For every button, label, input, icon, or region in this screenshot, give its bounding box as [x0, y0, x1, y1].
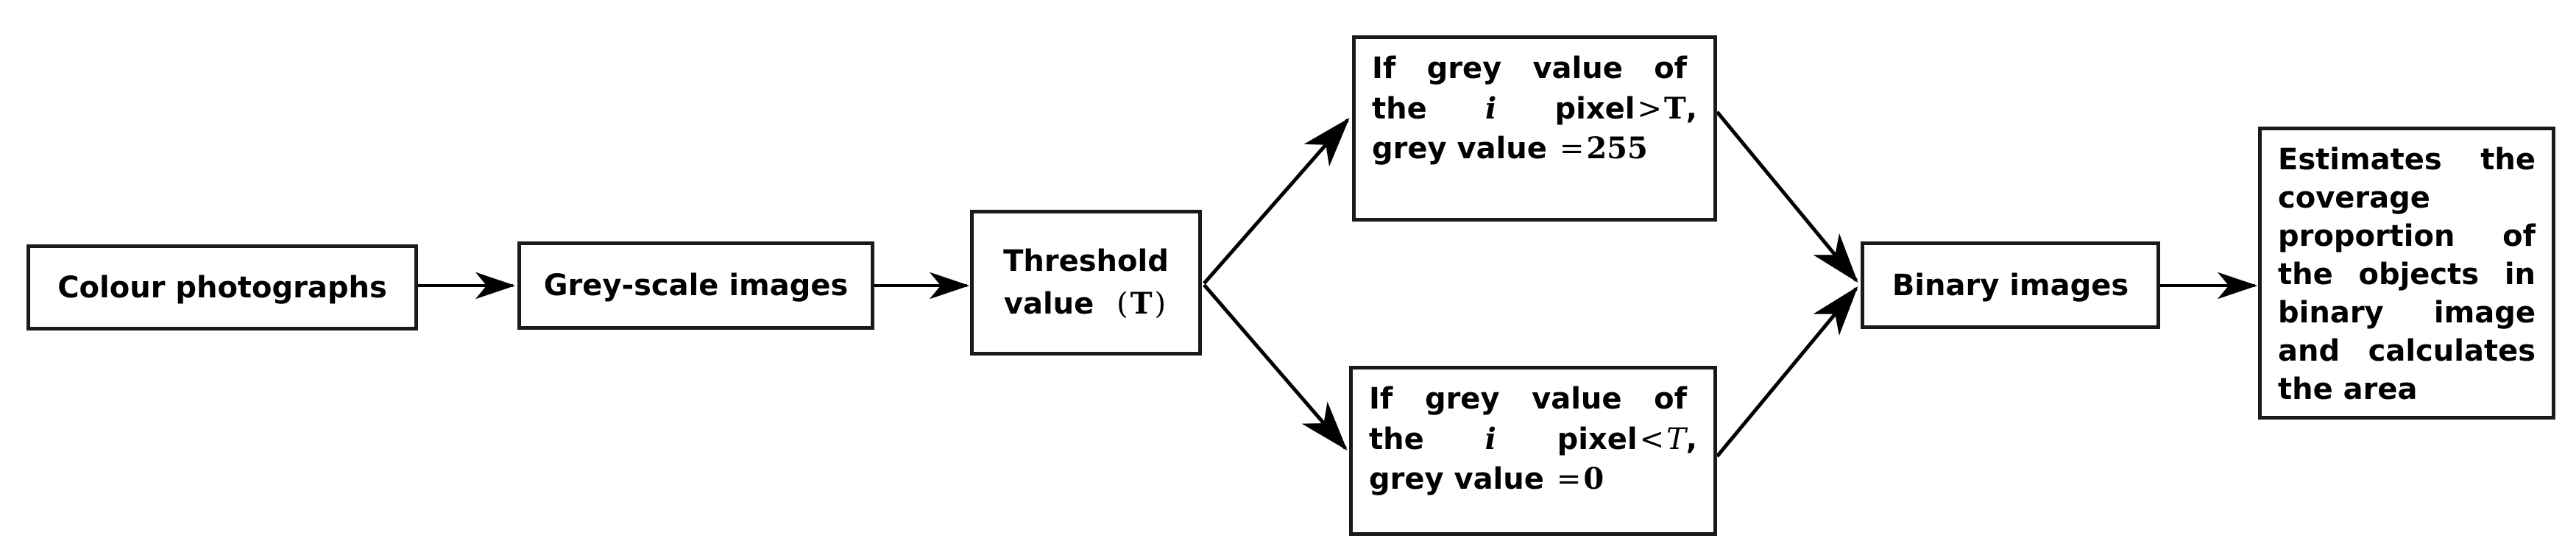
- if-greater-seg-grey: grey: [1426, 52, 1502, 85]
- if-greater-seg-255: 255: [1586, 131, 1648, 166]
- if-less-seg-greyvalue: grey value: [1369, 462, 1544, 497]
- if-greater-seg-gt: >: [1637, 91, 1663, 126]
- node-if-less-than-threshold[interactable]: If grey value of the i pixel<T, grey val…: [1349, 366, 1717, 536]
- edge-if-less-to-binary: [1716, 286, 1858, 458]
- node-if-greater-than-threshold[interactable]: If grey value of the i pixel>T, grey val…: [1352, 35, 1717, 222]
- threshold-symbol-T: T: [1130, 286, 1153, 321]
- if-greater-seg-i: i: [1485, 91, 1497, 126]
- if-greater-seg-of: of: [1654, 52, 1688, 85]
- if-greater-seg-the: the: [1372, 91, 1427, 126]
- node-binary-images[interactable]: Binary images: [1861, 241, 2160, 329]
- if-less-seg-comma: ,: [1685, 422, 1697, 456]
- if-less-seg-value: value: [1532, 382, 1622, 416]
- node-grey-scale-images-label: Grey-scale images: [543, 269, 849, 303]
- threshold-paren-close: ): [1154, 287, 1167, 321]
- if-less-seg-of: of: [1654, 382, 1688, 416]
- node-colour-photographs-label: Colour photographs: [57, 270, 387, 305]
- node-estimates-coverage-label: Estimates the coverage proportion of the…: [2278, 143, 2536, 406]
- node-grey-scale-images[interactable]: Grey-scale images: [517, 241, 874, 330]
- if-greater-condition: pixel>T,: [1554, 91, 1697, 126]
- if-greater-seg-greyvalue: grey value: [1372, 132, 1547, 166]
- if-less-seg-eq: =: [1556, 462, 1582, 497]
- edge-if-greater-to-binary: [1716, 110, 1858, 283]
- threshold-value-word: value: [1003, 287, 1094, 321]
- if-greater-seg-T: T: [1664, 91, 1686, 126]
- edge-threshold-to-if-greater: [1203, 117, 1350, 285]
- node-estimates-coverage[interactable]: Estimates the coverage proportion of the…: [2258, 127, 2555, 420]
- node-binary-images-label: Binary images: [1892, 268, 2129, 303]
- threshold-paren-open: (: [1117, 287, 1128, 321]
- node-if-greater-label: If grey value of the i pixel>T, grey val…: [1372, 49, 1697, 169]
- if-less-seg-pixel: pixel: [1557, 422, 1638, 456]
- node-threshold-value-label: Threshold value (T): [990, 240, 1182, 325]
- if-less-seg-T: T: [1666, 422, 1686, 456]
- if-less-condition: pixel<T,: [1557, 423, 1697, 456]
- if-less-seg-grey: grey: [1424, 382, 1500, 416]
- if-greater-seg-pixel: pixel: [1554, 91, 1635, 126]
- threshold-line-1: Threshold: [1003, 244, 1169, 278]
- node-threshold-value[interactable]: Threshold value (T): [970, 210, 1202, 356]
- if-less-seg-the: the: [1369, 422, 1424, 456]
- if-greater-seg-if: If: [1372, 52, 1396, 85]
- if-less-seg-if: If: [1369, 382, 1393, 416]
- node-if-less-label: If grey value of the i pixel<T, grey val…: [1369, 380, 1697, 500]
- if-less-seg-i: i: [1485, 421, 1496, 456]
- if-greater-seg-value: value: [1532, 52, 1623, 85]
- if-greater-seg-eq: =: [1559, 132, 1585, 166]
- threshold-line-2: value (T): [1003, 286, 1168, 321]
- edge-threshold-to-if-less: [1203, 283, 1348, 451]
- if-less-seg-0: 0: [1583, 462, 1604, 497]
- node-colour-photographs[interactable]: Colour photographs: [26, 244, 418, 330]
- if-less-seg-lt: <: [1639, 422, 1665, 456]
- if-greater-seg-comma: ,: [1685, 91, 1697, 126]
